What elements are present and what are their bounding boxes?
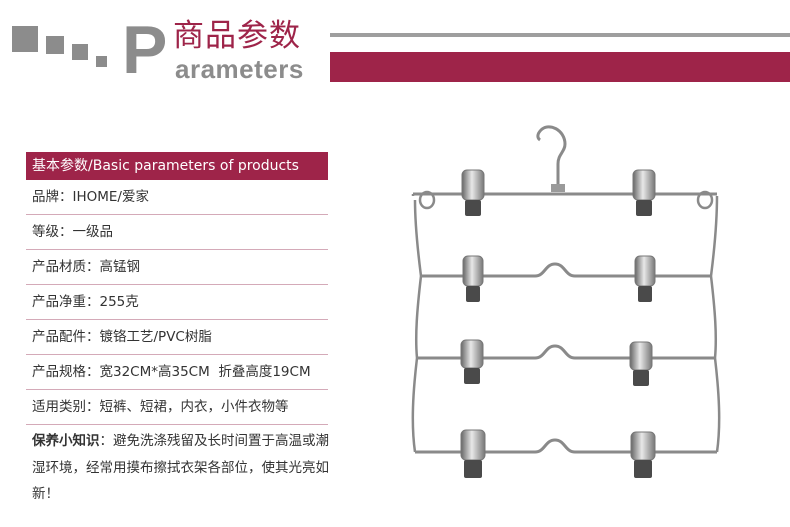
chrome-pants-hanger-with-clips: [411, 125, 721, 478]
param-label: 产品规格: [32, 364, 86, 380]
param-row-usage: 适用类别：短裤、短裙，内衣，小件衣物等: [26, 390, 328, 425]
deco-square-1: [12, 26, 38, 52]
page-subtitle: arameters: [175, 54, 304, 84]
page-title: 商品参数: [173, 18, 301, 54]
param-value: 镀铬工艺/PVC树脂: [99, 329, 212, 345]
param-separator: ：: [86, 364, 100, 380]
header-rule: [330, 33, 790, 37]
param-label: 适用类别: [32, 399, 86, 415]
care-separator: ：: [99, 433, 114, 449]
param-list: 品牌：IHOME/爱家 等级：一级品 产品材质：高锰钢 产品净重：255克 产品…: [26, 180, 328, 425]
param-value: 255克: [99, 294, 139, 310]
param-value: 短裤、短裙，内衣，小件衣物等: [99, 399, 289, 415]
section-title: 基本参数/Basic parameters of products: [26, 152, 328, 180]
param-row-size: 产品规格：宽32CM*高35CM 折叠高度19CM: [26, 355, 328, 390]
header-big-letter: P: [122, 12, 168, 88]
param-separator: ：: [86, 259, 100, 275]
param-separator: ：: [59, 189, 73, 205]
param-label: 产品材质: [32, 259, 86, 275]
param-value: 高锰钢: [99, 259, 141, 275]
deco-square-3: [72, 44, 88, 60]
param-row-material: 产品材质：高锰钢: [26, 250, 328, 285]
param-label: 产品配件: [32, 329, 86, 345]
param-value: 一级品: [72, 224, 114, 240]
param-row-weight: 产品净重：255克: [26, 285, 328, 320]
deco-square-4: [96, 56, 107, 67]
param-row-grade: 等级：一级品: [26, 215, 328, 250]
param-label: 等级: [32, 224, 59, 240]
param-label: 品牌: [32, 189, 59, 205]
care-tips: 保养小知识：避免洗涤残留及长时间置于高温或潮湿环境，经常用摸布擦拭衣架各部位，使…: [32, 428, 332, 508]
param-value: IHOME/爱家: [72, 189, 150, 205]
care-title: 保养小知识: [32, 433, 100, 449]
param-row-accessories: 产品配件：镀铬工艺/PVC树脂: [26, 320, 328, 355]
deco-square-2: [46, 36, 64, 54]
param-label: 产品净重: [32, 294, 86, 310]
param-separator: ：: [86, 329, 100, 345]
param-separator: ：: [59, 224, 73, 240]
care-text: 避免洗涤残留及长时间置于高温或潮湿环境，经常用摸布擦拭衣架各部位，使其光亮如新！: [32, 433, 329, 502]
param-row-brand: 品牌：IHOME/爱家: [26, 180, 328, 215]
param-value: 宽32CM*高35CM 折叠高度19CM: [99, 364, 311, 380]
param-separator: ：: [86, 294, 100, 310]
param-separator: ：: [86, 399, 100, 415]
header-band: [330, 52, 790, 82]
